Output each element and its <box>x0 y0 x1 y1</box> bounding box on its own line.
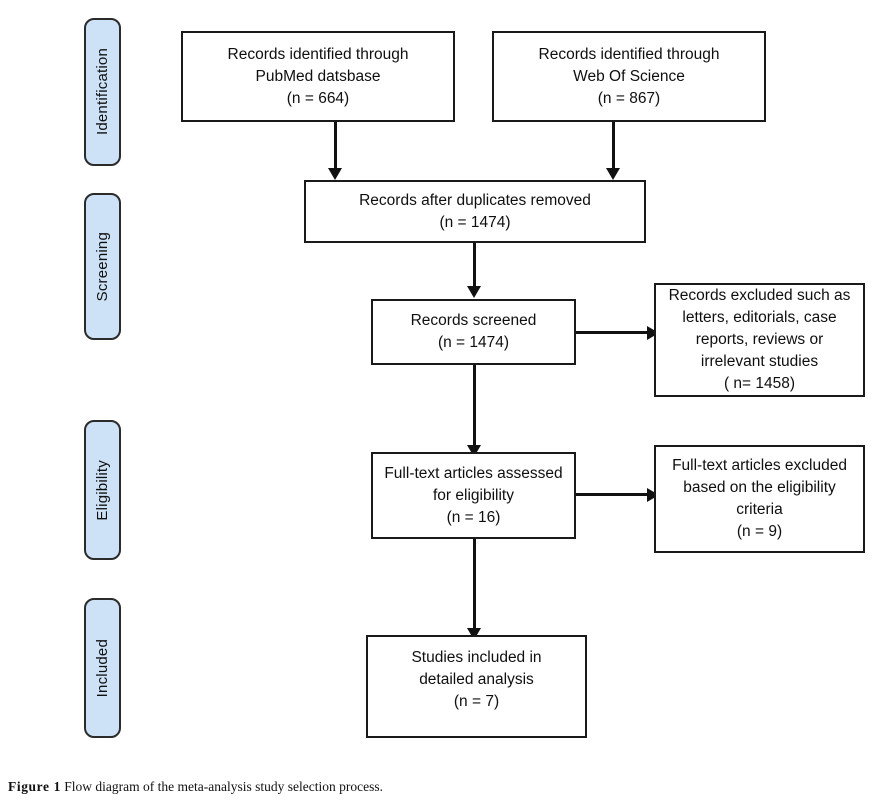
node-records-excluded-text: Records excluded such as letters, editor… <box>668 287 851 392</box>
connector-fulltext-to-included <box>473 539 476 634</box>
node-records-excluded: Records excluded such as letters, editor… <box>654 283 865 397</box>
stage-label-included: Included <box>84 598 121 738</box>
figure-caption: Figure 1 Flow diagram of the meta-analys… <box>8 778 868 796</box>
node-records-duplicates-removed: Records after duplicates removed (n = 14… <box>304 180 646 243</box>
connector-duplicates-to-screened <box>473 243 476 290</box>
figure-caption-text: Flow diagram of the meta-analysis study … <box>64 779 383 794</box>
stage-label-screening-text: Screening <box>94 231 111 302</box>
node-records-pubmed-text: Records identified through PubMed datsba… <box>227 45 409 107</box>
connector-screened-to-fulltext <box>473 365 476 450</box>
connector-pubmed-to-duplicates <box>334 122 337 172</box>
node-studies-included-text: Studies included in detailed analysis (n… <box>411 649 542 710</box>
stage-label-identification-text: Identification <box>94 48 111 136</box>
node-fulltext-excluded: Full-text articles excluded based on the… <box>654 445 865 553</box>
node-fulltext-excluded-text: Full-text articles excluded based on the… <box>672 457 847 540</box>
node-records-screened-text: Records screened (n = 1474) <box>410 312 537 351</box>
arrowhead-duplicates-to-screened <box>467 286 481 298</box>
connector-fulltext-to-excluded <box>576 493 653 496</box>
node-records-duplicates-removed-text: Records after duplicates removed (n = 14… <box>359 191 591 231</box>
figure-caption-label: Figure 1 <box>8 779 61 794</box>
node-fulltext-assessed: Full-text articles assessed for eligibil… <box>371 452 576 539</box>
connector-wos-to-duplicates <box>612 122 615 172</box>
stage-label-eligibility-text: Eligibility <box>94 459 111 521</box>
stage-label-identification: Identification <box>84 18 121 166</box>
node-studies-included: Studies included in detailed analysis (n… <box>366 635 587 738</box>
arrowhead-pubmed-to-duplicates <box>328 168 342 180</box>
node-fulltext-assessed-text: Full-text articles assessed for eligibil… <box>384 464 563 526</box>
node-records-screened: Records screened (n = 1474) <box>371 299 576 365</box>
stage-label-screening: Screening <box>84 193 121 340</box>
node-records-web-of-science-text: Records identified through Web Of Scienc… <box>538 45 720 107</box>
node-records-web-of-science: Records identified through Web Of Scienc… <box>492 31 766 122</box>
connector-screened-to-excluded <box>576 331 653 334</box>
node-records-pubmed: Records identified through PubMed datsba… <box>181 31 455 122</box>
arrowhead-wos-to-duplicates <box>606 168 620 180</box>
stage-label-included-text: Included <box>94 638 111 698</box>
stage-label-eligibility: Eligibility <box>84 420 121 560</box>
